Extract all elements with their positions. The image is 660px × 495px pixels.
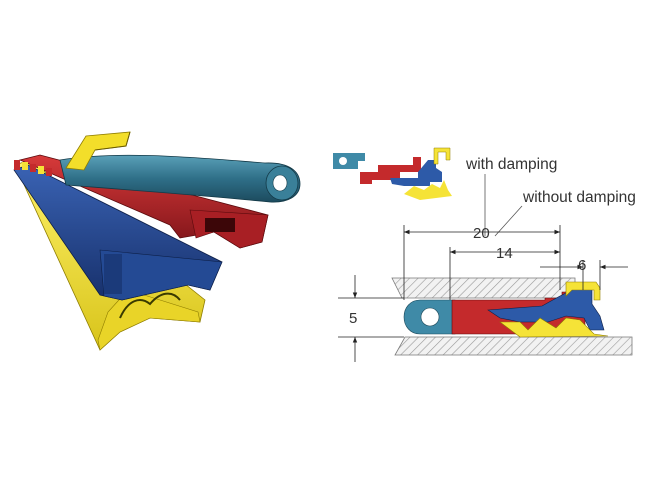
dimension-14: 14 xyxy=(496,245,513,262)
label-with-damping: with damping xyxy=(465,156,557,173)
small-teal-profile xyxy=(333,153,365,169)
profile-3d-illustration xyxy=(13,131,301,351)
upper-housing-hatch xyxy=(391,277,576,299)
yellow-clip-3d xyxy=(65,131,131,171)
small-yellow-profile xyxy=(404,180,452,200)
small-red-profile xyxy=(360,157,421,184)
cross-section-drawing xyxy=(391,277,633,356)
section-teal-profile xyxy=(403,299,456,335)
section-yellow-profile xyxy=(499,317,609,338)
label-without-damping: without damping xyxy=(522,189,636,206)
section-yellow-clip xyxy=(565,281,601,301)
dimension-5: 5 xyxy=(349,310,357,327)
lower-housing-hatch xyxy=(394,336,633,356)
dimension-lines xyxy=(338,225,628,362)
leader-without-damping xyxy=(494,205,523,237)
dimension-20: 20 xyxy=(473,225,490,242)
small-blue-profile xyxy=(390,160,442,186)
profile-ends-3d xyxy=(14,160,52,176)
teal-profile-3d xyxy=(59,154,301,203)
blue-profile-3d xyxy=(13,164,223,301)
dimension-6: 6 xyxy=(578,257,586,274)
exploded-profiles xyxy=(333,147,452,200)
small-yellow-clip xyxy=(433,147,451,165)
